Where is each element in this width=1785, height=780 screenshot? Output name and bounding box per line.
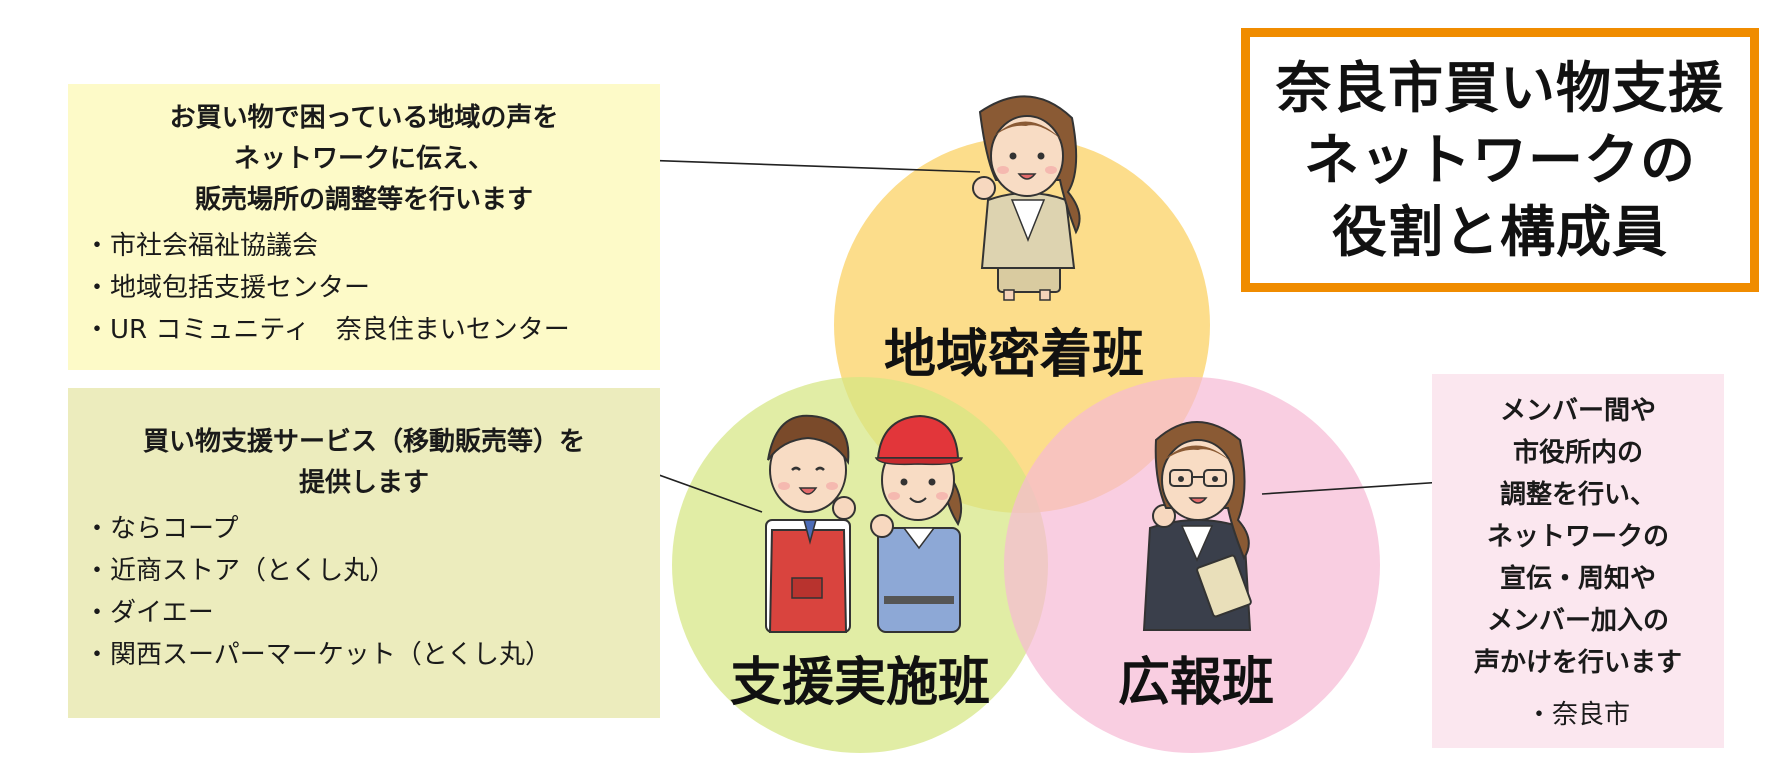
pr-officer-woman-icon <box>1142 421 1252 631</box>
member-item: ・ダイエー <box>84 598 214 628</box>
shien-member-list: ・ならコープ ・近商ストア（とくし丸） ・ダイエー ・関西スーパーマーケット（と… <box>68 508 660 676</box>
koho-desc-line: 声かけを行います <box>1473 648 1682 678</box>
member-item: ・市社会福祉協議会 <box>84 231 319 261</box>
chiiki-desc-line: ネットワークに伝え、 <box>233 144 494 174</box>
koho-desc-line: 市役所内の <box>1512 438 1643 468</box>
koho-info-box: メンバー間や 市役所内の 調整を行い、 ネットワークの 宣伝・周知や メンバー加… <box>1432 374 1724 748</box>
koho-team-label: 広報班 <box>1118 653 1275 713</box>
koho-member-list: ・奈良市 <box>1432 694 1724 736</box>
shien-desc-line: 提供します <box>298 468 429 498</box>
member-item: ・関西スーパーマーケット（とくし丸） <box>84 640 551 670</box>
member-item: ・地域包括支援センター <box>84 273 371 303</box>
title-box: 奈良市買い物支援 ネットワークの 役割と構成員 <box>1241 28 1759 292</box>
chiiki-info-box: お買い物で困っている地域の声を ネットワークに伝え、 販売場所の調整等を行います… <box>68 84 660 370</box>
shien-description: 買い物支援サービス（移動販売等）を 提供します <box>68 388 660 504</box>
title-line-1: 奈良市買い物支援 <box>1275 56 1724 120</box>
koho-desc-line: ネットワークの <box>1486 522 1669 552</box>
office-worker-woman-icon <box>972 95 1081 301</box>
shien-desc-line: 買い物支援サービス（移動販売等）を <box>142 427 585 457</box>
koho-desc-line: 調整を行い、 <box>1499 480 1656 510</box>
chiiki-member-list: ・市社会福祉協議会 ・地域包括支援センター ・UR コミュニティ 奈良住まいセン… <box>68 225 660 351</box>
delivery-woman-icon <box>870 414 963 633</box>
member-item: ・近商ストア（とくし丸） <box>84 556 396 586</box>
connector-chiiki <box>611 158 981 173</box>
shop-clerk-man-icon <box>765 414 856 633</box>
shien-team-label: 支援実施班 <box>730 653 991 713</box>
shien-info-box: 買い物支援サービス（移動販売等）を 提供します ・ならコープ ・近商ストア（とく… <box>68 388 660 718</box>
chiiki-desc-line: 販売場所の調整等を行います <box>194 185 533 215</box>
koho-desc-line: 宣伝・周知や <box>1499 564 1656 594</box>
title-line-3: 役割と構成員 <box>1331 200 1668 264</box>
chiiki-desc-line: お買い物で困っている地域の声を <box>169 103 559 133</box>
member-item: ・ならコープ <box>84 514 239 544</box>
koho-desc-line: メンバー加入の <box>1486 606 1669 636</box>
koho-desc-line: メンバー間や <box>1499 396 1656 426</box>
chiiki-description: お買い物で困っている地域の声を ネットワークに伝え、 販売場所の調整等を行います <box>68 84 660 221</box>
title-line-2: ネットワークの <box>1303 128 1696 192</box>
member-item: ・UR コミュニティ 奈良住まいセンター <box>84 315 570 345</box>
member-item: ・奈良市 <box>1525 700 1630 730</box>
chiiki-team-label: 地域密着班 <box>884 325 1145 385</box>
koho-description: メンバー間や 市役所内の 調整を行い、 ネットワークの 宣伝・周知や メンバー加… <box>1432 374 1724 684</box>
